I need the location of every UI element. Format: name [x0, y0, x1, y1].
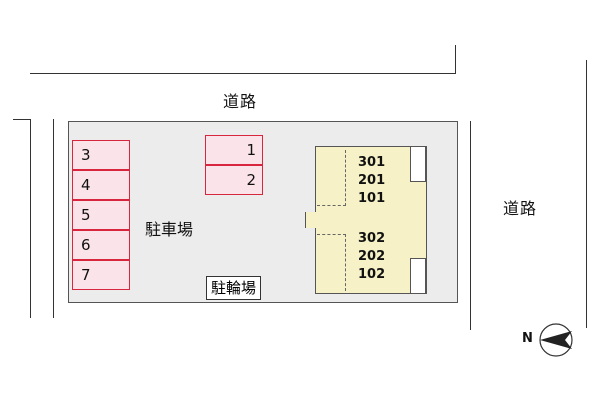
- left-boundary-line: [30, 119, 31, 318]
- top-road-line: [30, 73, 456, 74]
- parking-slot-number: 7: [81, 266, 91, 284]
- north-label: N: [522, 331, 533, 346]
- right-road-label: 道路: [503, 199, 538, 218]
- parking-slot-number: 2: [246, 171, 256, 189]
- parking-slot-number: 5: [81, 206, 91, 224]
- bicycle-parking-label: 駐輪場: [206, 276, 262, 300]
- parking-slot-4: 4: [72, 170, 130, 200]
- parking-slot-5: 5: [72, 200, 130, 230]
- parking-slot-3: 3: [72, 140, 130, 170]
- unit-301: 301: [358, 155, 386, 170]
- parking-slot-number: 3: [81, 146, 91, 164]
- building-upper-block: [315, 146, 427, 215]
- parking-slot-number: 6: [81, 236, 91, 254]
- top-road-edge: [455, 45, 456, 74]
- top-road-label: 道路: [223, 92, 258, 111]
- building-lower-dash: [317, 234, 346, 291]
- right-road-line: [586, 60, 587, 328]
- unit-102: 102: [358, 267, 386, 282]
- unit-101: 101: [358, 191, 386, 206]
- left-boundary-tick: [13, 119, 31, 120]
- parking-slot-2: 2: [205, 165, 263, 195]
- right-inner-line: [470, 121, 471, 330]
- parking-slot-1: 1: [205, 135, 263, 165]
- unit-302: 302: [358, 231, 386, 246]
- compass-graphic: [539, 323, 573, 357]
- left-inner-line: [53, 119, 54, 318]
- building-connector: [305, 212, 427, 228]
- parking-slot-number: 1: [246, 141, 256, 159]
- building-stair-lower: [410, 258, 426, 294]
- parking-slot-number: 4: [81, 176, 91, 194]
- unit-202: 202: [358, 249, 386, 264]
- building-upper-dash: [317, 150, 346, 206]
- building-lower-block: [315, 225, 427, 294]
- building-stair-upper: [410, 146, 426, 182]
- north-arrow-icon: N: [520, 322, 576, 358]
- unit-201: 201: [358, 173, 386, 188]
- parking-label: 駐車場: [145, 220, 194, 239]
- parking-slot-6: 6: [72, 230, 130, 260]
- parking-slot-7: 7: [72, 260, 130, 290]
